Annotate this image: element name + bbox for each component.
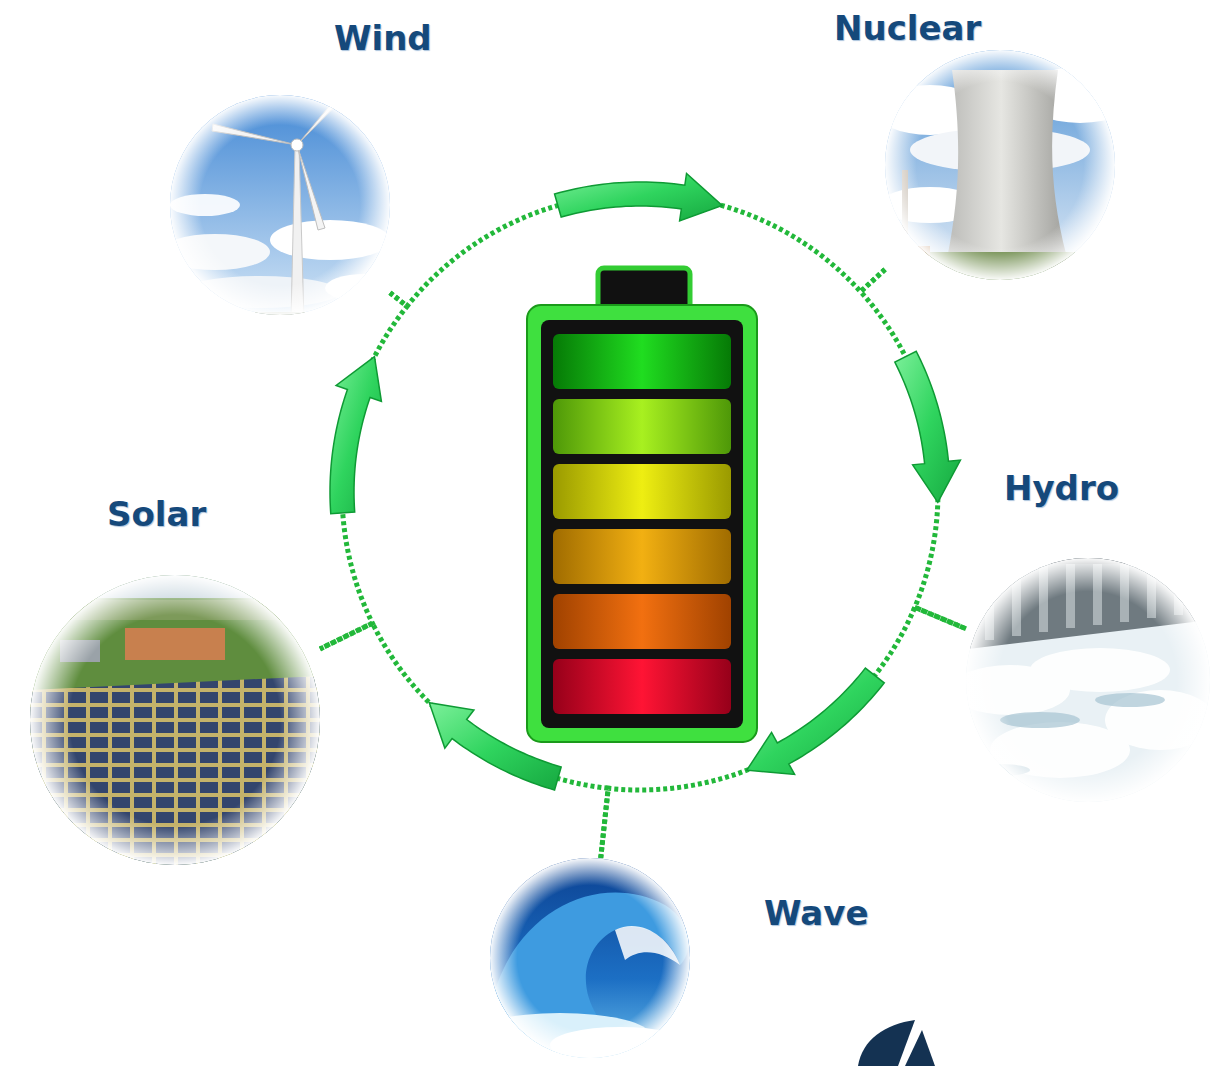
source-label: Hydro [1000, 468, 1123, 509]
wind-photo [160, 79, 405, 322]
dotted-ring [601, 607, 966, 858]
green-arrow [330, 357, 381, 514]
logo-fragment-part [905, 1030, 935, 1066]
dotted-ring [320, 623, 608, 858]
solar-photo-part [28, 573, 322, 867]
energy-source-photo: Wave [490, 858, 690, 1058]
green-arrow [429, 703, 561, 790]
battery-part [553, 399, 731, 454]
cycle-arrow [320, 623, 608, 858]
energy-source-photo: Solar [30, 575, 320, 865]
wave-photo-part [489, 857, 691, 1059]
battery-part [553, 464, 731, 519]
logo-fragment-part [858, 1020, 915, 1066]
cycle-arrow [601, 607, 966, 858]
source-label: Wave [760, 893, 872, 934]
source-label: Wind [330, 18, 436, 59]
cycle-arrow [390, 173, 885, 306]
dotted-ring [320, 293, 407, 649]
battery-part [553, 594, 731, 649]
solar-photo-part [29, 574, 321, 866]
nuclear-photo-part [880, 45, 1120, 285]
battery-part [553, 334, 731, 389]
green-arrow [747, 668, 884, 774]
solar-photo [28, 573, 322, 870]
green-arrow [895, 351, 961, 502]
source-label: Solar [103, 494, 210, 535]
battery-part [553, 659, 731, 714]
hydro-photo [950, 555, 1215, 805]
source-label: Nuclear [830, 8, 985, 49]
battery-part [553, 529, 731, 584]
wave-photo-part [485, 853, 695, 1063]
green-arrow [555, 173, 723, 220]
nuclear-photo-part [884, 49, 1116, 281]
energy-source-photo: Hydro [966, 558, 1210, 802]
energy-source-photo: Nuclear [885, 50, 1115, 280]
battery-part [527, 305, 757, 742]
logo-fragment [858, 1020, 935, 1066]
battery [527, 268, 757, 742]
nuclear-photo [875, 45, 1140, 287]
hydro-photo-part [965, 557, 1211, 803]
nuclear-photo-part [1080, 248, 1105, 257]
wave-photo [470, 853, 695, 1063]
cycle-arrow [320, 293, 407, 649]
energy-source-photo: Wind [170, 95, 390, 315]
hydro-photo-part [960, 555, 1210, 805]
battery-part [541, 320, 743, 728]
cycle-arrow [861, 269, 966, 628]
dotted-ring [861, 269, 966, 628]
wind-photo-part [169, 94, 391, 316]
dotted-ring [390, 194, 885, 306]
wind-photo-part [165, 90, 395, 320]
